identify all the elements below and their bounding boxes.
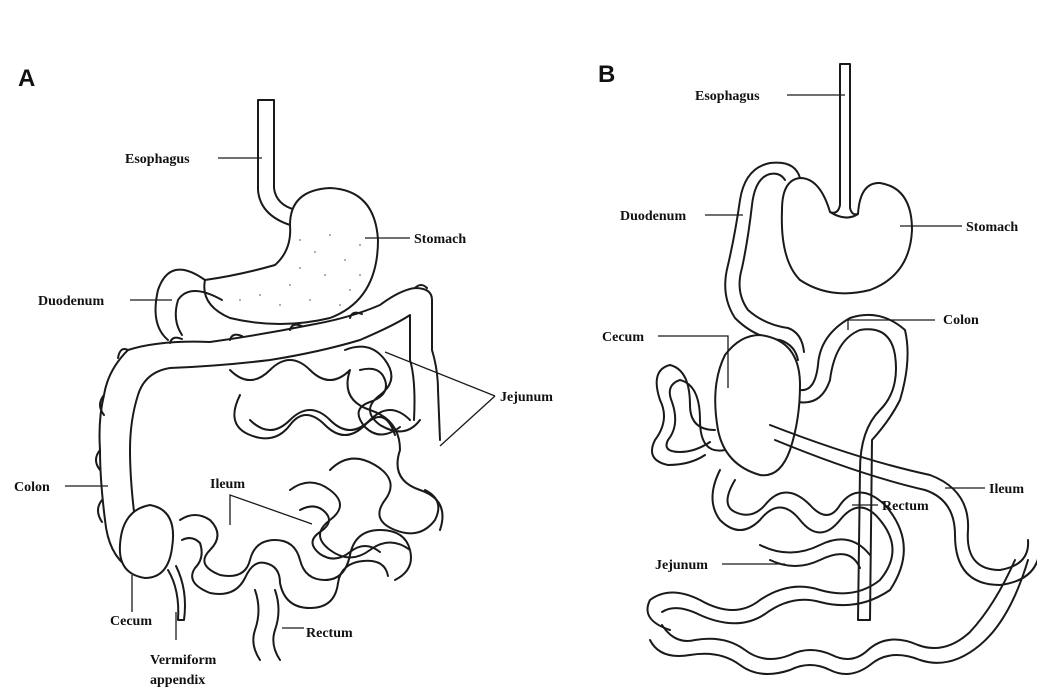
panel-a-rectum <box>253 590 280 660</box>
panel-b-label: B <box>598 61 615 88</box>
panel-a-appendix <box>168 566 185 620</box>
panel-a-cecum-label: Cecum <box>110 614 152 629</box>
panel-a-jejunum-leader-2 <box>440 396 495 446</box>
panel-b-rectum-label: Rectum <box>882 499 929 514</box>
panel-a-rectum-label: Rectum <box>306 626 353 641</box>
panel-b-duodenum-label: Duodenum <box>620 209 686 224</box>
panel-b-cecum-label: Cecum <box>602 330 644 345</box>
panel-a-esophagus-label: Esophagus <box>125 152 190 167</box>
panel-a-jejunum-leader-1 <box>385 352 495 396</box>
panel-a-jejunum-label: Jejunum <box>500 390 553 405</box>
panel-a: A Esophagus Stomach Du <box>14 65 553 688</box>
panel-a-label: A <box>18 65 35 92</box>
panel-a-stomach-label: Stomach <box>414 232 466 247</box>
panel-b-left-coils <box>652 365 725 465</box>
panel-b-colon-label: Colon <box>943 313 979 328</box>
panel-b-stomach <box>782 178 912 293</box>
panel-a-ileum-label: Ileum <box>210 477 245 492</box>
panel-b-esophagus-label: Esophagus <box>695 89 760 104</box>
panel-a-cecum <box>120 505 173 578</box>
panel-a-appendix-label-line2: appendix <box>150 673 205 688</box>
panel-b-jejunum-label: Jejunum <box>655 558 708 573</box>
panel-a-appendix-label-line1: Vermiform <box>150 653 217 668</box>
panel-b-stomach-label: Stomach <box>966 220 1018 235</box>
panel-a-esophagus <box>258 100 296 225</box>
panel-b: B Esophagus Duodenum Stomach Cecum Colon <box>598 61 1037 674</box>
panel-b-ileum-label: Ileum <box>989 482 1024 497</box>
panel-a-colon-label: Colon <box>14 480 50 495</box>
panel-a-duodenum-label: Duodenum <box>38 294 104 309</box>
panel-b-jejunum-coils <box>648 470 904 630</box>
panel-a-jejunum-coils <box>230 347 443 530</box>
panel-b-esophagus <box>830 64 858 214</box>
